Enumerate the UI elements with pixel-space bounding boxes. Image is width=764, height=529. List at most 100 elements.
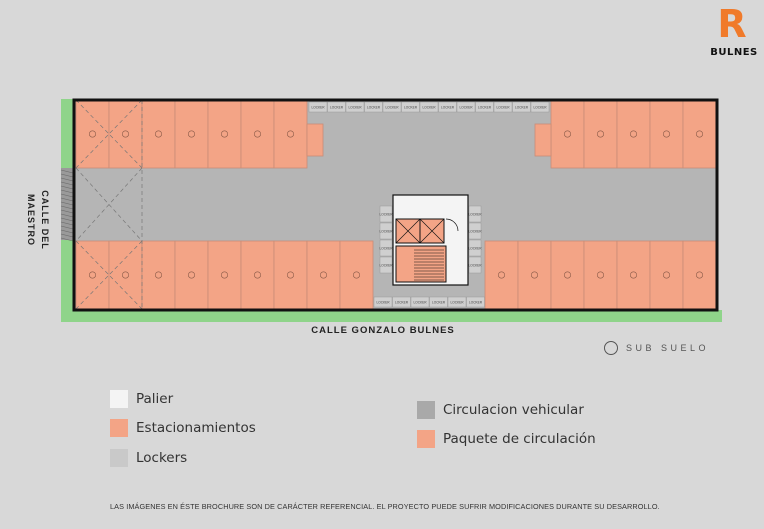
bottom-right-parking-space: [682, 240, 717, 310]
locker-core-right: [468, 239, 482, 257]
locker-top: [512, 101, 531, 113]
brand-logo-letter: R: [717, 2, 747, 46]
locker-bottom-label: LOCKER: [432, 301, 446, 305]
top-right-parking-space: [682, 99, 717, 169]
bottom-right-parking-number-mark: [695, 271, 703, 279]
locker-top-label: LOCKER: [478, 106, 492, 110]
dashed-line: [75, 167, 143, 242]
locker-core-right: [468, 256, 482, 274]
locker-bottom: [373, 296, 393, 308]
bottom-left-parking-space: [108, 240, 143, 310]
locker-core-right-label: LOCKER: [468, 230, 482, 234]
top-left-parking-space: [174, 99, 209, 169]
top-left-parking-number-mark: [254, 130, 262, 138]
locker-core-left: [379, 205, 393, 223]
locker-top-label: LOCKER: [367, 106, 381, 110]
bottom-left-parking-number-mark: [122, 271, 130, 279]
level-label: SUB SUELO: [626, 343, 710, 353]
locker-top: [475, 101, 494, 113]
street-label-left: CALLE DEL MAESTRO: [26, 190, 50, 250]
locker-top-label: LOCKER: [385, 106, 399, 110]
top-right-parking-number-mark: [596, 130, 604, 138]
locker-bottom: [466, 296, 485, 308]
ramp-hatch-line: [60, 237, 74, 242]
dashed-line: [75, 240, 143, 310]
locker-bottom: [410, 296, 430, 308]
locker-top-label: LOCKER: [404, 106, 418, 110]
legend-label-circulacion-vehicular: Circulacion vehicular: [443, 402, 584, 418]
small-parking-space: [306, 123, 324, 157]
top-left-parking-space: [108, 99, 143, 169]
stair-block: [395, 245, 447, 283]
building-outline: [72, 98, 719, 312]
bottom-left-parking-number-mark: [319, 271, 327, 279]
ramp-hatch-line: [60, 193, 74, 198]
ramp-hatch-line: [60, 233, 74, 238]
bottom-right-parking-space: [649, 240, 684, 310]
top-left-parking-number-mark: [89, 130, 97, 138]
locker-top-label: LOCKER: [496, 106, 510, 110]
locker-core-right-label: LOCKER: [468, 247, 482, 251]
bottom-right-parking-number-mark: [596, 271, 604, 279]
locker-core-left: [379, 239, 393, 257]
legend-swatch-lockers: [110, 449, 128, 467]
bottom-left-parking-space: [273, 240, 308, 310]
locker-top-label: LOCKER: [515, 106, 529, 110]
locker-bottom-label: LOCKER: [395, 301, 409, 305]
locker-bottom-label: LOCKER: [450, 301, 464, 305]
locker-top-label: LOCKER: [459, 106, 473, 110]
locker-core-left-label: LOCKER: [379, 264, 393, 268]
locker-bottom: [392, 296, 411, 308]
street-label-bottom: CALLE GONZALO BULNES: [311, 325, 455, 336]
locker-bottom-label: LOCKER: [469, 301, 483, 305]
bottom-right-parking-space: [583, 240, 618, 310]
bottom-left-parking-number-mark: [188, 271, 196, 279]
bottom-right-parking-space: [484, 240, 519, 310]
bottom-left-parking-number-mark: [155, 271, 163, 279]
bottom-right-parking-number-mark: [629, 271, 637, 279]
dashed-line: [75, 99, 143, 169]
locker-bottom: [429, 296, 448, 308]
bottom-left-parking-space: [339, 240, 374, 310]
top-right-parking-space: [649, 99, 684, 169]
legend-label-lockers: Lockers: [136, 450, 188, 466]
level-indicator: SUB SUELO: [604, 340, 709, 356]
ramp-hatch-line: [60, 221, 74, 226]
locker-top: [364, 101, 383, 113]
elevator-cross: [395, 218, 421, 244]
bottom-left-parking-space: [141, 240, 176, 310]
top-right-parking-space: [550, 99, 585, 169]
ramp-hatch-line: [60, 177, 74, 182]
locker-top: [327, 101, 346, 113]
bottom-right-parking-number-mark: [530, 271, 538, 279]
ramp-hatch-line: [60, 189, 74, 194]
ramp-hatch-line: [60, 201, 74, 206]
bottom-left-parking-space: [240, 240, 275, 310]
locker-top: [382, 101, 402, 113]
ramp-hatch: [61, 168, 73, 240]
ramp-hatch-line: [60, 229, 74, 234]
locker-core-left-label: LOCKER: [379, 247, 393, 251]
bottom-left-parking-space: [207, 240, 242, 310]
legend-label-estacionamientos: Estacionamientos: [136, 420, 256, 436]
brand-name: BULNES: [710, 47, 758, 58]
locker-bottom-label: LOCKER: [413, 301, 427, 305]
ramp-hatch-line: [60, 213, 74, 218]
legend-label-paquete-circulacion: Paquete de circulación: [443, 431, 596, 447]
dashed-line: [75, 240, 143, 310]
bottom-left-parking-number-mark: [254, 271, 262, 279]
locker-top: [530, 101, 550, 113]
locker-core-left: [379, 222, 393, 240]
bottom-right-parking-space: [517, 240, 552, 310]
locker-top-label: LOCKER: [348, 106, 362, 110]
legend-swatch-circulacion-vehicular: [417, 401, 435, 419]
ramp-hatch-line: [60, 169, 74, 174]
locker-top: [345, 101, 365, 113]
top-left-parking-number-mark: [122, 130, 130, 138]
bottom-right-parking-space: [550, 240, 585, 310]
top-left-parking-space: [273, 99, 308, 169]
top-right-parking-number-mark: [695, 130, 703, 138]
locker-top: [493, 101, 513, 113]
ramp-hatch-line: [60, 225, 74, 230]
legend-swatch-palier: [110, 390, 128, 408]
